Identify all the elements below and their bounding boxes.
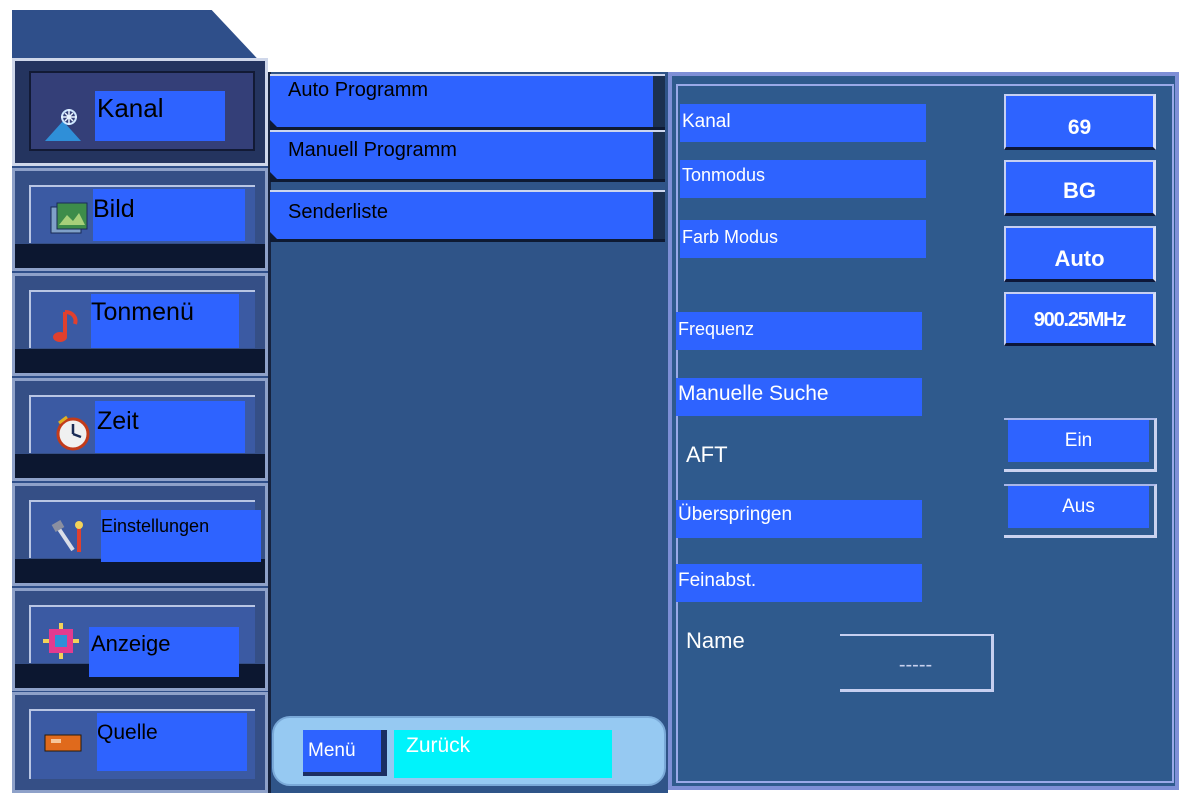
setting-label-name: Name — [686, 628, 745, 653]
setting-value-aft[interactable]: Ein — [1004, 418, 1157, 472]
satellite-icon — [45, 109, 81, 141]
main-menu-label: Anzeige — [91, 631, 171, 656]
main-menu-label: Bild — [93, 195, 135, 223]
channel-settings-frame — [676, 84, 1174, 783]
sub-menu-item-auto-programm[interactable]: Auto Programm — [270, 74, 665, 130]
setting-label-ueberspringen: Überspringen — [676, 500, 922, 538]
setting-value-kanal[interactable]: 69 — [1004, 94, 1156, 150]
music-note-icon — [53, 310, 78, 342]
main-menu-label: Kanal — [97, 93, 164, 123]
setting-value-ueberspringen[interactable]: Aus — [1004, 484, 1157, 538]
sub-menu-item-manuell-programm[interactable]: Manuell Programm — [270, 130, 665, 182]
back-hint[interactable]: Zurück — [394, 730, 612, 778]
main-menu-item-zeit[interactable]: Zeit — [12, 378, 268, 481]
setting-label-farb-modus: Farb Modus — [680, 220, 926, 258]
setting-value-farb-modus[interactable]: Auto — [1004, 226, 1156, 282]
picture-icon — [50, 202, 88, 234]
main-menu-item-anzeige[interactable]: Anzeige — [12, 588, 268, 691]
setting-label-frequenz: Frequenz — [676, 312, 922, 350]
setting-label-tonmodus: Tonmodus — [680, 160, 926, 198]
sub-menu-label: Senderliste — [288, 201, 389, 223]
menu-hint-bar: Menü Zurück — [272, 716, 666, 786]
main-menu-item-quelle[interactable]: Quelle — [12, 692, 268, 793]
tools-icon — [51, 520, 83, 552]
menu-button[interactable]: Menü — [303, 730, 387, 776]
source-icon — [44, 734, 82, 752]
setting-label-kanal: Kanal — [680, 104, 926, 142]
main-menu-item-tonmenu[interactable]: Tonmenü — [12, 273, 268, 376]
setting-value-frequenz[interactable]: 900.25MHz — [1004, 292, 1156, 346]
setting-label-manuelle-suche[interactable]: Manuelle Suche — [676, 378, 922, 416]
main-menu-item-kanal[interactable]: Kanal — [12, 58, 268, 166]
setting-value-name[interactable]: ----- — [840, 634, 994, 692]
display-icon — [43, 623, 79, 659]
setting-value-tonmodus[interactable]: BG — [1004, 160, 1156, 216]
main-menu-label: Tonmenü — [91, 298, 194, 326]
sub-menu-item-senderliste[interactable]: Senderliste — [270, 190, 665, 242]
sub-menu-label: Manuell Programm — [288, 139, 457, 161]
sub-menu-label: Auto Programm — [288, 79, 429, 101]
main-menu-label: Quelle — [97, 721, 158, 744]
main-menu-item-einstellungen[interactable]: Einstellungen — [12, 483, 268, 586]
main-menu-label: Zeit — [97, 407, 139, 435]
setting-label-feinabst: Feinabst. — [676, 564, 922, 602]
setting-label-aft: AFT — [686, 442, 728, 467]
clock-icon — [56, 415, 90, 451]
main-menu-item-bild[interactable]: Bild — [12, 168, 268, 271]
main-menu-label: Einstellungen — [101, 516, 210, 536]
